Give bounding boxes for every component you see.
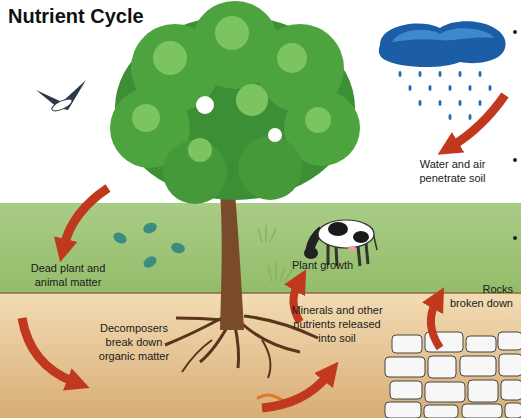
rock-block (428, 356, 456, 378)
tree-root (182, 340, 212, 372)
tree-root (262, 340, 270, 378)
rock-block (385, 402, 421, 418)
fallen-leaf (170, 241, 186, 254)
cycle-arrow (64, 188, 108, 246)
cow-patch (353, 231, 369, 243)
canopy-highlight (153, 41, 187, 75)
rock-block (392, 335, 422, 353)
rock-block (424, 405, 458, 418)
rain-drop (419, 71, 422, 77)
canopy-gap (196, 96, 214, 114)
canopy-highlight (188, 138, 212, 162)
rain-drop (429, 85, 432, 91)
rain-drop (419, 100, 422, 106)
tree-root (176, 318, 224, 320)
rock-block (385, 357, 425, 377)
rain-drop (439, 71, 442, 77)
canopy-gap (268, 128, 282, 142)
cow-leg (358, 246, 360, 266)
canopy-highlight (215, 16, 249, 50)
grass-tuft (258, 225, 276, 242)
cycle-label: Dead plant and animal matter (18, 262, 118, 290)
cycle-label: Minerals and other nutrients released in… (285, 304, 389, 345)
cycle-label: Rocks broken down (447, 283, 513, 311)
cycle-arrow (452, 95, 505, 146)
rain-drop (439, 100, 442, 106)
fallen-leaf (111, 230, 128, 246)
canopy-highlight (305, 107, 331, 133)
canopy-lump (238, 136, 302, 200)
cow-udder (348, 246, 356, 252)
cycle-label: Decomposers break down organic matter (92, 322, 176, 363)
bird-body (50, 97, 73, 114)
cycle-label: Plant growth (292, 259, 372, 273)
rock-block (498, 332, 521, 350)
tree-canopy (115, 16, 355, 200)
canopy-highlight (236, 84, 268, 116)
rock-block (468, 380, 498, 402)
rain-drop (449, 114, 452, 120)
cycle-label: Water and air penetrate soil (395, 158, 510, 186)
rain-drop (479, 71, 482, 77)
soil-layer (0, 293, 521, 418)
rock-block (505, 403, 521, 418)
rain-drop (459, 100, 462, 106)
cycle-arrow (293, 284, 300, 322)
cycle-arrow (431, 302, 440, 348)
canopy-highlight (277, 43, 307, 73)
ground-edge (0, 292, 521, 294)
tree-root (165, 318, 222, 345)
rain-drop (399, 71, 402, 77)
rain-cloud (379, 21, 506, 67)
rain-drop (459, 71, 462, 77)
cloud-highlight (392, 28, 494, 42)
fallen-leaf (142, 221, 159, 235)
rock-block (466, 336, 496, 352)
cow-head (304, 247, 318, 259)
rock-block (425, 382, 465, 402)
bullet-dot (513, 236, 517, 240)
canopy-highlight (132, 104, 160, 132)
fallen-leaf (141, 254, 158, 270)
rock-block (462, 404, 502, 418)
rain-drop (489, 85, 492, 91)
bullet-dot (513, 30, 517, 34)
rain-drop (479, 100, 482, 106)
cow-leg (366, 243, 368, 264)
rock-block (501, 380, 521, 400)
diagram-title: Nutrient Cycle (8, 5, 144, 28)
cow-body (318, 220, 374, 248)
rock-block (390, 381, 422, 399)
rain-drop (469, 85, 472, 91)
cycle-arrow (262, 375, 328, 408)
cycle-arrow (22, 318, 74, 382)
rock-block (499, 354, 521, 376)
grass-tuft (268, 262, 292, 282)
rock-block (460, 356, 496, 376)
cow-patch (328, 222, 348, 236)
rain-drop (449, 85, 452, 91)
rain-drop (469, 114, 472, 120)
tree-root (235, 326, 239, 368)
rain-drop (409, 85, 412, 91)
bullet-dot (513, 158, 517, 162)
